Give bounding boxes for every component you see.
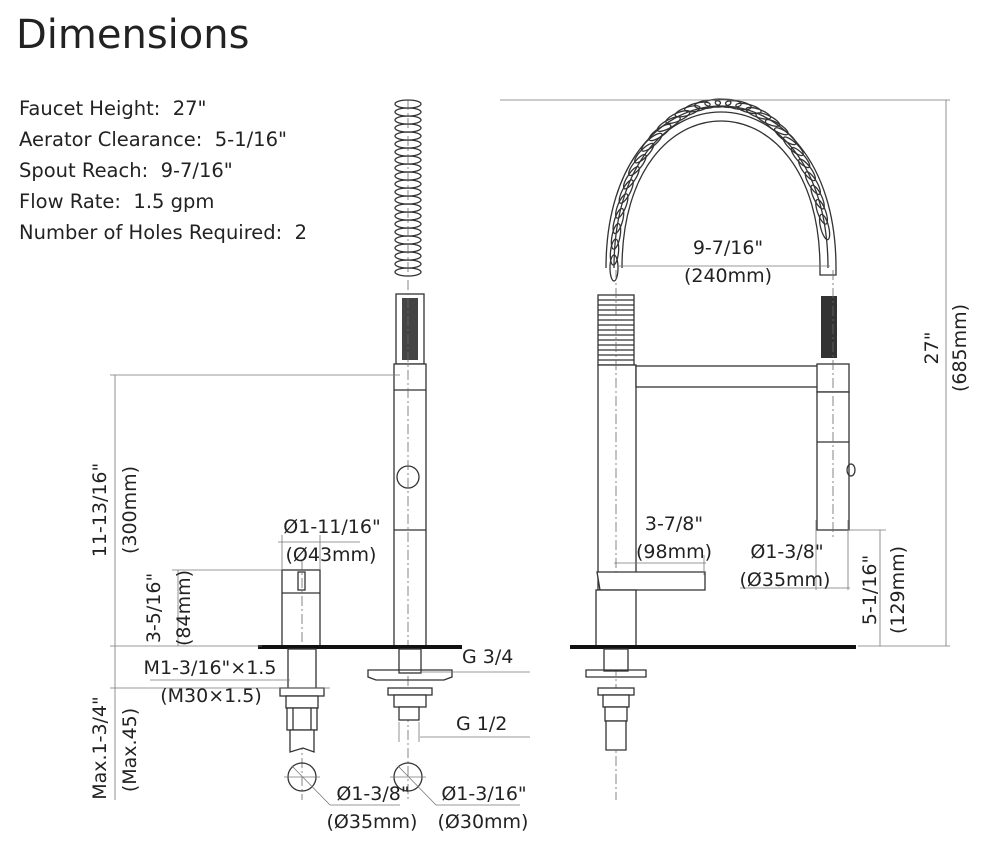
front-column <box>597 364 637 591</box>
page-title: Dimensions <box>16 12 250 58</box>
height-in-label: 27" <box>921 332 943 365</box>
hole2-in-label: Ø1-3/16" <box>441 783 526 805</box>
handle-reach-mm-label: (98mm) <box>636 541 712 563</box>
front-coil-spring <box>609 98 831 282</box>
body-height-mm-label: (300mm) <box>119 466 141 554</box>
reach-in-label: 9-7/16" <box>693 237 763 259</box>
front-arm <box>635 365 819 388</box>
clearance-in-label: 5-1/16" <box>859 555 881 625</box>
thread-mm-label: (M30×1.5) <box>160 685 262 707</box>
clearance-mm-label: (129mm) <box>887 546 909 634</box>
handle-dia-in-label: Ø1-11/16" <box>283 516 380 538</box>
hole1-mm-label: (Ø35mm) <box>327 811 418 833</box>
reach-mm-label: (240mm) <box>684 265 772 287</box>
deck-in-label: Max.1-3/4" <box>89 696 111 800</box>
hole2-mm-label: (Ø30mm) <box>438 811 529 833</box>
spec-flow-rate: Flow Rate: 1.5 gpm <box>19 190 215 213</box>
handle-height-in-label: 3-5/16" <box>143 573 165 643</box>
side-column <box>393 363 427 647</box>
g34-label: G 3/4 <box>462 646 513 668</box>
height-mm-label: (685mm) <box>949 304 971 392</box>
handle-reach-in-label: 3-7/8" <box>645 513 703 535</box>
spec-faucet-height: Faucet Height: 27" <box>19 97 207 120</box>
handle-height-mm-label: (84mm) <box>173 570 195 646</box>
front-handle <box>596 571 706 591</box>
spec-list: Faucet Height: 27" Aerator Clearance: 5-… <box>19 93 307 248</box>
spec-aerator-clearance: Aerator Clearance: 5-1/16" <box>19 128 287 151</box>
spec-holes: Number of Holes Required: 2 <box>19 221 308 244</box>
thread-in-label: M1-3/16"×1.5 <box>144 657 277 679</box>
spray-dia-mm-label: (Ø35mm) <box>740 569 831 591</box>
side-hose <box>402 298 418 360</box>
deck-mm-label: (Max.45) <box>119 708 141 792</box>
dimension-lines <box>110 99 950 800</box>
spec-spout-reach: Spout Reach: 9-7/16" <box>19 159 233 182</box>
side-view-faucet <box>258 99 520 806</box>
g12-label: G 1/2 <box>456 713 507 735</box>
hole1-in-label: Ø1-3/8" <box>336 783 409 805</box>
spray-dia-in-label: Ø1-3/8" <box>750 541 823 563</box>
front-view-faucet <box>570 98 856 800</box>
handle-dia-mm-label: (Ø43mm) <box>286 544 377 566</box>
front-hose <box>821 296 837 358</box>
body-height-in-label: 11-13/16" <box>89 463 111 558</box>
